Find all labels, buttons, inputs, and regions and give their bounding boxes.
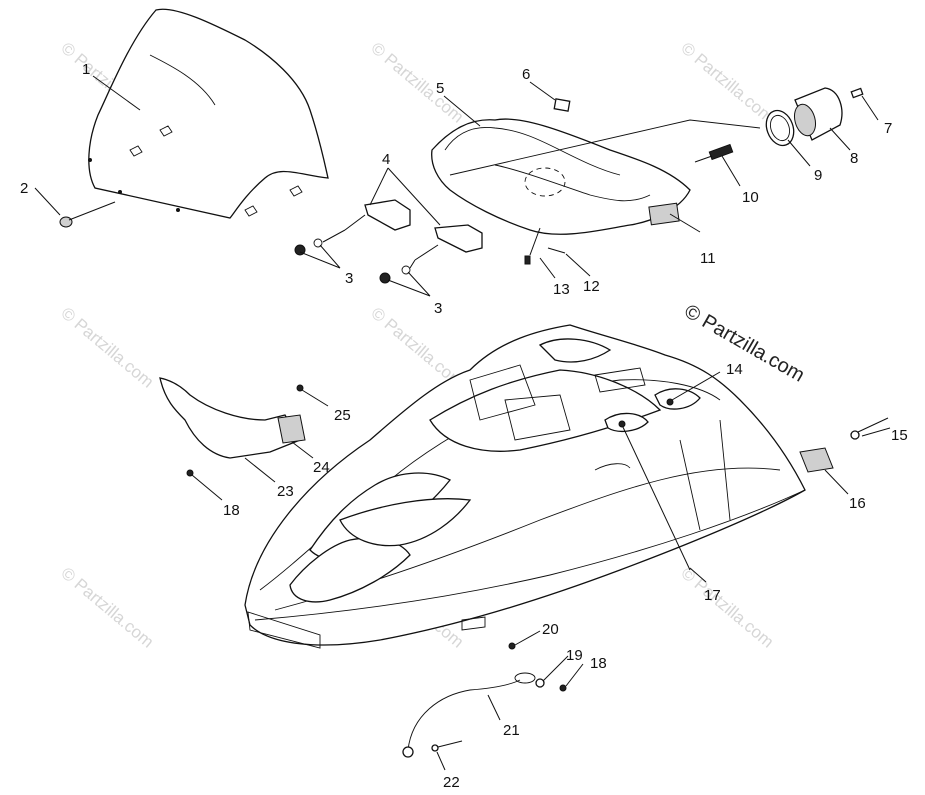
callout-22: 22 xyxy=(443,774,460,791)
callout-18: 18 xyxy=(223,502,240,519)
callout-20: 20 xyxy=(542,621,559,638)
callout-17: 17 xyxy=(704,587,721,604)
callout-11: 11 xyxy=(700,250,716,267)
callout-1: 1 xyxy=(82,61,90,78)
callout-7: 7 xyxy=(884,120,892,137)
latch-parts-14-17 xyxy=(618,371,889,571)
switch-part-10 xyxy=(694,143,734,163)
watermark: © Partzilla.com xyxy=(57,564,157,652)
hood-body xyxy=(244,324,806,649)
watermark: © Partzilla.com xyxy=(677,39,777,127)
callout-19: 19 xyxy=(566,647,583,664)
bracket-parts-3-4 xyxy=(294,199,483,284)
cable-parts-12-13 xyxy=(524,227,566,265)
callout-18: 18 xyxy=(590,655,607,672)
callout-6: 6 xyxy=(522,66,530,83)
windshield-part-1 xyxy=(59,8,329,228)
callout-3: 3 xyxy=(345,270,353,287)
callout-3: 3 xyxy=(434,300,442,317)
callout-21: 21 xyxy=(503,722,520,739)
callout-9: 9 xyxy=(814,167,822,184)
bracket-parts-23-24 xyxy=(159,377,306,477)
callout-24: 24 xyxy=(313,459,330,476)
gauge-parts-7-8-9 xyxy=(765,87,864,147)
tether-parts-18-22 xyxy=(402,642,567,758)
callouts: 1 2 3 3 4 5 6 7 8 9 10 11 12 13 14 15 16… xyxy=(20,61,908,791)
callout-5: 5 xyxy=(436,80,444,97)
callout-15: 15 xyxy=(891,427,908,444)
dash-panel-part-5 xyxy=(431,98,761,235)
callout-16: 16 xyxy=(849,495,866,512)
watermark: © Partzilla.com xyxy=(677,564,777,652)
callout-13: 13 xyxy=(553,281,570,298)
callout-2: 2 xyxy=(20,180,28,197)
watermark: © Partzilla.com xyxy=(367,39,467,127)
callout-10: 10 xyxy=(742,189,759,206)
watermark: © Partzilla.com xyxy=(57,304,157,392)
callout-25: 25 xyxy=(334,407,351,424)
callout-4: 4 xyxy=(382,151,390,168)
callout-12: 12 xyxy=(583,278,600,295)
callout-8: 8 xyxy=(850,150,858,167)
callout-23: 23 xyxy=(277,483,294,500)
callout-14: 14 xyxy=(726,361,743,378)
leader-lines xyxy=(34,75,891,771)
